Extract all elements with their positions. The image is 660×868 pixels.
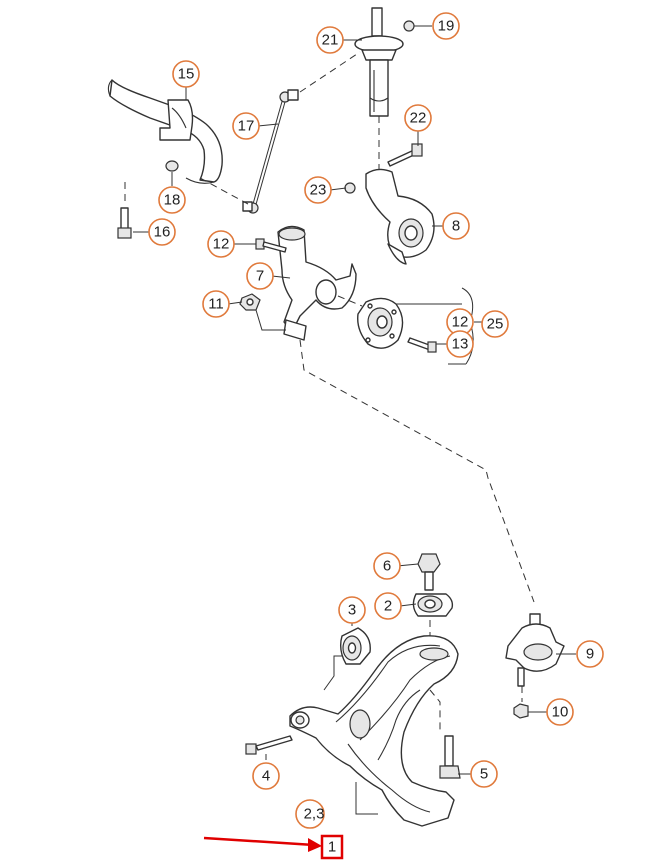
callout-text: 9 — [586, 646, 594, 663]
callout-c9[interactable]: 9 — [576, 640, 604, 668]
callout-text: 12 — [452, 314, 469, 331]
bushing-nut-18 — [165, 160, 179, 172]
callout-c15[interactable]: 15 — [172, 60, 200, 88]
callout-c2[interactable]: 2 — [374, 592, 402, 620]
callout-circle — [148, 218, 176, 246]
callout-circle — [470, 760, 498, 788]
callout-c11[interactable]: 11 — [202, 290, 230, 318]
coupling-rod — [242, 89, 299, 214]
callout-circle — [576, 640, 604, 668]
bolt-6 — [417, 553, 441, 591]
callout-c5[interactable]: 5 — [470, 760, 498, 788]
nut-23 — [344, 182, 356, 194]
callout-text: 4 — [262, 768, 270, 785]
callout-c16[interactable]: 16 — [148, 218, 176, 246]
nut-19 — [403, 20, 415, 32]
callout-text: 23 — [310, 182, 327, 199]
strut-assembly — [354, 7, 404, 117]
callout-circle — [373, 552, 401, 580]
callout-circle — [202, 290, 230, 318]
control-arm — [289, 635, 459, 827]
callout-text: 2 — [384, 598, 392, 615]
callout-circle — [252, 762, 280, 790]
callout-circle — [404, 104, 432, 132]
callout-text: 25 — [487, 316, 504, 333]
callout-c8[interactable]: 8 — [442, 212, 470, 240]
bolt-13 — [407, 337, 437, 353]
callout-text: 12 — [213, 236, 230, 253]
callout-text: 8 — [452, 218, 460, 235]
callout-text: 15 — [178, 66, 195, 83]
callout-circle — [481, 310, 509, 338]
bushing-3 — [339, 627, 371, 665]
stabilizer-bushing-bracket — [159, 99, 194, 141]
callout-c7[interactable]: 7 — [246, 262, 274, 290]
callout-text: 13 — [452, 336, 469, 353]
nut-10 — [513, 703, 529, 719]
callout-circle — [446, 330, 474, 358]
callout-circle — [172, 60, 200, 88]
callout-text: 7 — [256, 268, 264, 285]
callout-text: 17 — [238, 118, 255, 135]
callout-circle — [316, 26, 344, 54]
callout-c6[interactable]: 6 — [373, 552, 401, 580]
bolt-5 — [439, 735, 461, 779]
callout-c13[interactable]: 13 — [446, 330, 474, 358]
callout-c18[interactable]: 18 — [158, 186, 186, 214]
leader-lines — [133, 25, 576, 775]
callout-c12b[interactable]: 12 — [446, 308, 474, 336]
callout-text: 3 — [348, 602, 356, 619]
nut-11 — [239, 293, 261, 311]
wheel-hub — [337, 295, 404, 349]
callout-text: 19 — [438, 18, 455, 35]
callout-circle — [207, 230, 235, 258]
callout-2-3[interactable]: 2,3 — [295, 799, 325, 829]
callout-text: 11 — [208, 296, 224, 313]
callout-c25[interactable]: 25 — [481, 310, 509, 338]
callout-circle — [246, 262, 274, 290]
callout-circle — [442, 212, 470, 240]
callout-c4[interactable]: 4 — [252, 762, 280, 790]
callout-c3[interactable]: 3 — [338, 596, 366, 624]
callout-circle — [432, 12, 460, 40]
callout-text: 18 — [164, 192, 181, 209]
bolt-16 — [117, 207, 132, 239]
callout-c21[interactable]: 21 — [316, 26, 344, 54]
callout-text: 22 — [410, 110, 427, 127]
callout-c10[interactable]: 10 — [546, 698, 574, 726]
red-arrow-icon — [203, 836, 322, 852]
callout-c19[interactable]: 19 — [432, 12, 460, 40]
callout-circle — [546, 698, 574, 726]
bolt-22 — [387, 143, 423, 167]
callout-circle — [338, 596, 366, 624]
wheel-bearing-housing-left — [277, 225, 357, 341]
callout-c12a[interactable]: 12 — [207, 230, 235, 258]
callout-text: 6 — [383, 558, 391, 575]
callout-circle — [304, 176, 332, 204]
bolt-4 — [245, 735, 293, 755]
highlighted-part-1[interactable]: 1 — [320, 834, 344, 860]
callout-c23[interactable]: 23 — [304, 176, 332, 204]
wheel-bearing-housing-right — [365, 168, 435, 265]
highlighted-part-1-text: 1 — [328, 839, 336, 856]
ball-joint — [505, 613, 565, 687]
callout-circle — [374, 592, 402, 620]
callout-text: 21 — [322, 32, 339, 49]
callout-2-3-text: 2,3 — [304, 806, 325, 823]
callout-circle — [232, 112, 260, 140]
callout-c17[interactable]: 17 — [232, 112, 260, 140]
bushing-2 — [412, 593, 454, 617]
callout-circle — [158, 186, 186, 214]
callout-c22[interactable]: 22 — [404, 104, 432, 132]
callout-text: 5 — [480, 766, 488, 783]
callout-text: 16 — [154, 224, 171, 241]
callout-text: 10 — [552, 704, 569, 721]
